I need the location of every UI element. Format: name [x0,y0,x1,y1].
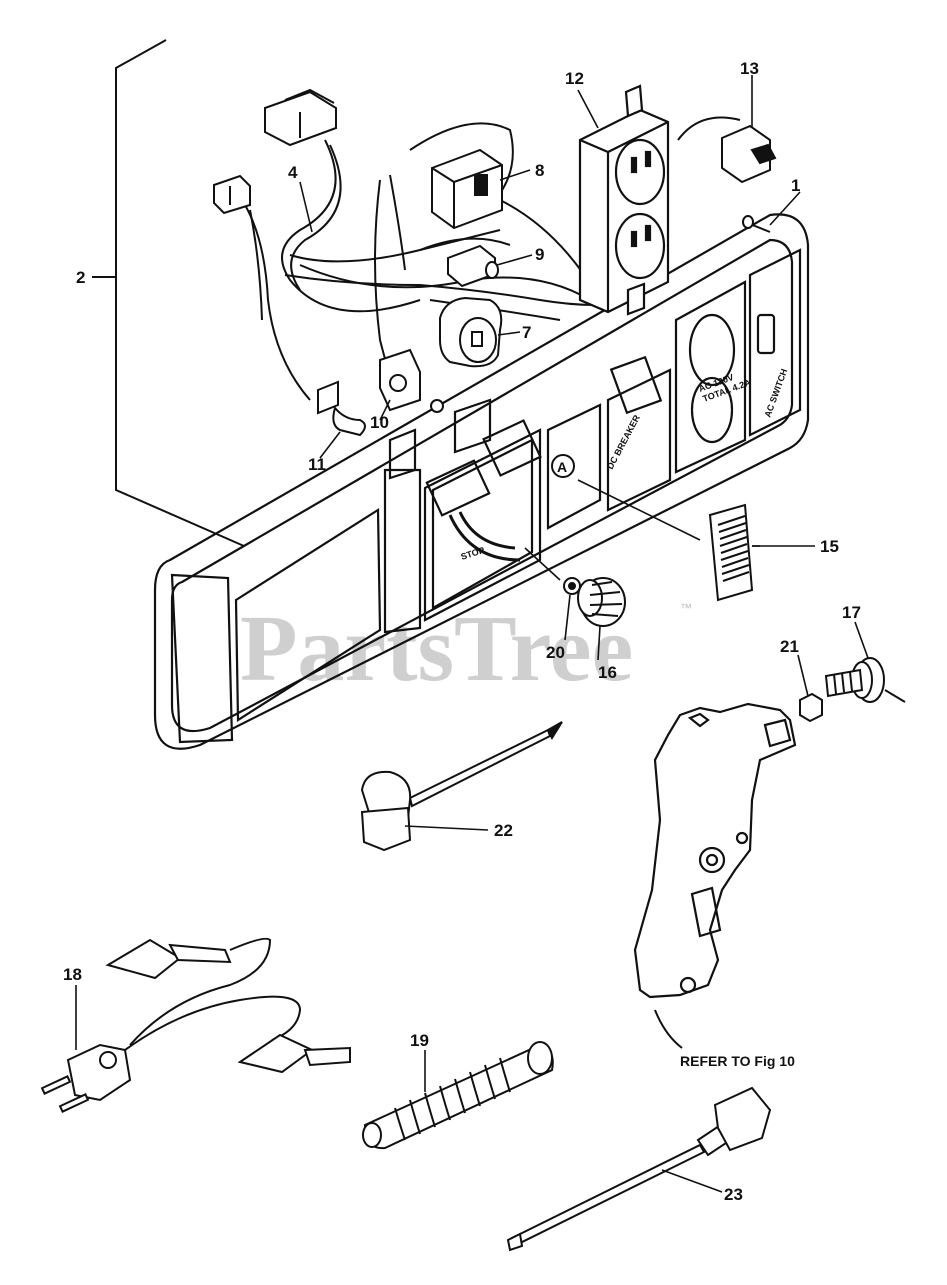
callout-12: 12 [565,69,584,88]
part-22-probe [360,721,563,852]
part-9-switch [447,244,499,288]
front-panel [153,213,810,750]
callout-17: 17 [842,603,861,622]
callout-23: 23 [724,1185,743,1204]
marker-a-text: A [557,459,567,475]
part-15-cover [708,503,754,602]
harness-connector-small [213,174,251,215]
callout-4: 4 [288,163,298,182]
callout-13: 13 [740,59,759,78]
part-1-screw [742,215,771,233]
marker-a: A [551,454,575,478]
callout-21: 21 [780,637,799,656]
harness-connector-large [264,88,337,147]
callout-19: 19 [410,1031,429,1050]
part-13-switch [721,124,777,184]
part-18-charging-cable [40,937,351,1113]
mounting-bracket [633,702,797,999]
part-19-spring-sleeve [362,1041,554,1150]
part-7-breaker [439,296,503,368]
callout-18: 18 [63,965,82,984]
reference-note: REFER TO Fig 10 [680,1053,795,1069]
stop-label: STOP [460,545,486,562]
part-11-bracket [317,380,366,437]
callout-22: 22 [494,821,513,840]
part-8-relay [431,148,503,230]
callout-9: 9 [535,245,544,264]
callout-10: 10 [370,413,389,432]
leader-lines [75,75,869,1193]
callout-2: 2 [76,268,85,287]
ac-switch-label: AC SWITCH [762,367,789,418]
part-20-washer [563,577,581,595]
dc-breaker-label: DC BREAKER [605,413,642,471]
part-16-knob [577,577,626,627]
part-23-rod [506,1086,772,1252]
watermark-tm: ™ [680,601,692,615]
callout-1: 1 [791,176,800,195]
callout-7: 7 [522,323,531,342]
watermark: PartsTree [240,597,633,701]
callout-11: 11 [308,455,326,474]
part-17-adjuster [824,657,906,703]
ref-leader [654,1009,683,1049]
part-12-outlet [578,84,670,316]
assembly-bracket [92,39,245,547]
part-21-nut [799,692,823,723]
part-10-switch [379,348,444,413]
callout-15: 15 [820,537,839,556]
callout-16: 16 [598,663,617,682]
callout-20: 20 [546,643,565,662]
callout-8: 8 [535,161,544,180]
